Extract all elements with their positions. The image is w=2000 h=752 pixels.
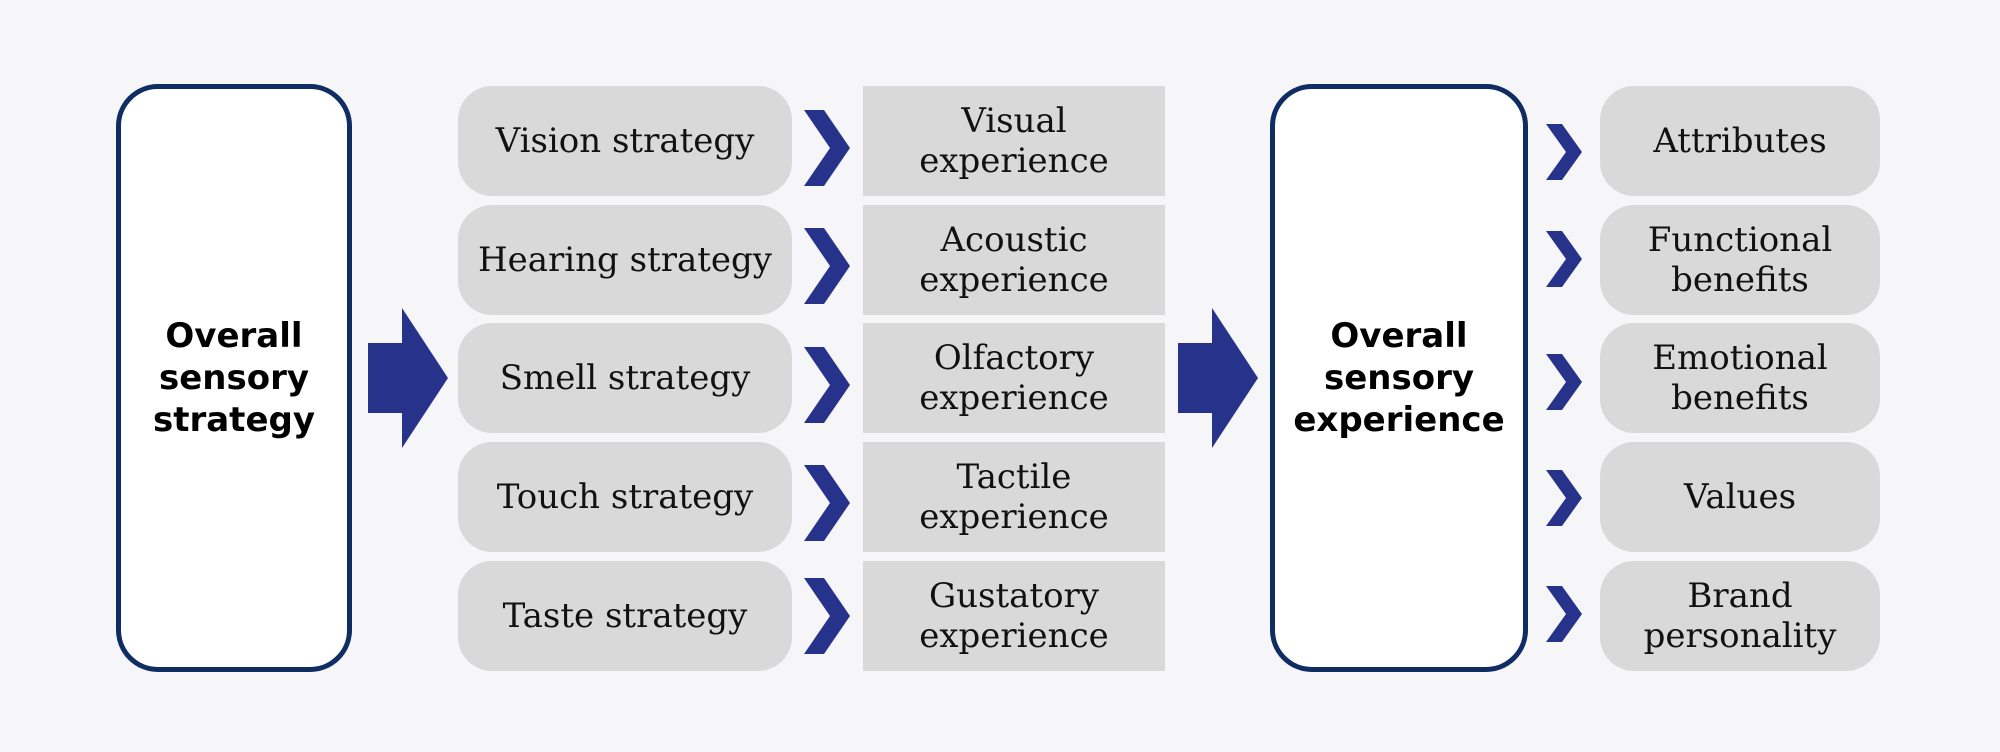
chevron-right-icon: [1546, 124, 1582, 180]
strategy-label: Smell strategy: [499, 358, 751, 398]
experience-item-acoustic: Acoustic experience: [863, 205, 1165, 315]
outcome-label: Functional benefits: [1647, 220, 1833, 300]
experience-label: Tactile experience: [919, 457, 1109, 537]
outcome-label: Attributes: [1653, 121, 1827, 161]
overall-sensory-experience-box: Overall sensory experience: [1270, 84, 1528, 672]
chevron-right-icon: [1546, 231, 1582, 287]
strategy-label: Touch strategy: [496, 477, 754, 517]
strategy-item-taste: Taste strategy: [458, 561, 792, 671]
right-arrow-icon: [368, 308, 448, 448]
outcome-label: Values: [1683, 477, 1797, 517]
right-arrow-icon: [1178, 308, 1258, 448]
strategy-item-smell: Smell strategy: [458, 323, 792, 433]
outcome-item-values: Values: [1600, 442, 1880, 552]
outcome-label: Emotional benefits: [1652, 338, 1828, 418]
experience-item-olfactory: Olfactory experience: [863, 323, 1165, 433]
strategy-label: Vision strategy: [495, 121, 755, 161]
overall-sensory-experience-label: Overall sensory experience: [1293, 316, 1505, 440]
overall-sensory-strategy-box: Overall sensory strategy: [116, 84, 352, 672]
chevron-right-icon: [1546, 354, 1582, 410]
chevron-right-icon: [804, 578, 850, 654]
chevron-right-icon: [1546, 470, 1582, 526]
chevron-right-icon: [804, 465, 850, 541]
chevron-right-icon: [804, 347, 850, 423]
experience-label: Visual experience: [919, 101, 1109, 181]
chevron-right-icon: [804, 228, 850, 304]
experience-label: Olfactory experience: [919, 338, 1109, 418]
chevron-right-icon: [804, 110, 850, 186]
outcome-label: Brand personality: [1643, 576, 1837, 656]
experience-item-gustatory: Gustatory experience: [863, 561, 1165, 671]
strategy-item-touch: Touch strategy: [458, 442, 792, 552]
experience-item-visual: Visual experience: [863, 86, 1165, 196]
overall-sensory-strategy-label: Overall sensory strategy: [152, 316, 315, 440]
outcome-item-brand-personality: Brand personality: [1600, 561, 1880, 671]
chevron-right-icon: [1546, 586, 1582, 642]
outcome-item-emotional-benefits: Emotional benefits: [1600, 323, 1880, 433]
strategy-label: Hearing strategy: [477, 240, 773, 280]
outcome-item-functional-benefits: Functional benefits: [1600, 205, 1880, 315]
strategy-label: Taste strategy: [502, 596, 748, 636]
strategy-item-hearing: Hearing strategy: [458, 205, 792, 315]
experience-item-tactile: Tactile experience: [863, 442, 1165, 552]
experience-label: Acoustic experience: [919, 220, 1109, 300]
experience-label: Gustatory experience: [919, 576, 1109, 656]
strategy-item-vision: Vision strategy: [458, 86, 792, 196]
outcome-item-attributes: Attributes: [1600, 86, 1880, 196]
